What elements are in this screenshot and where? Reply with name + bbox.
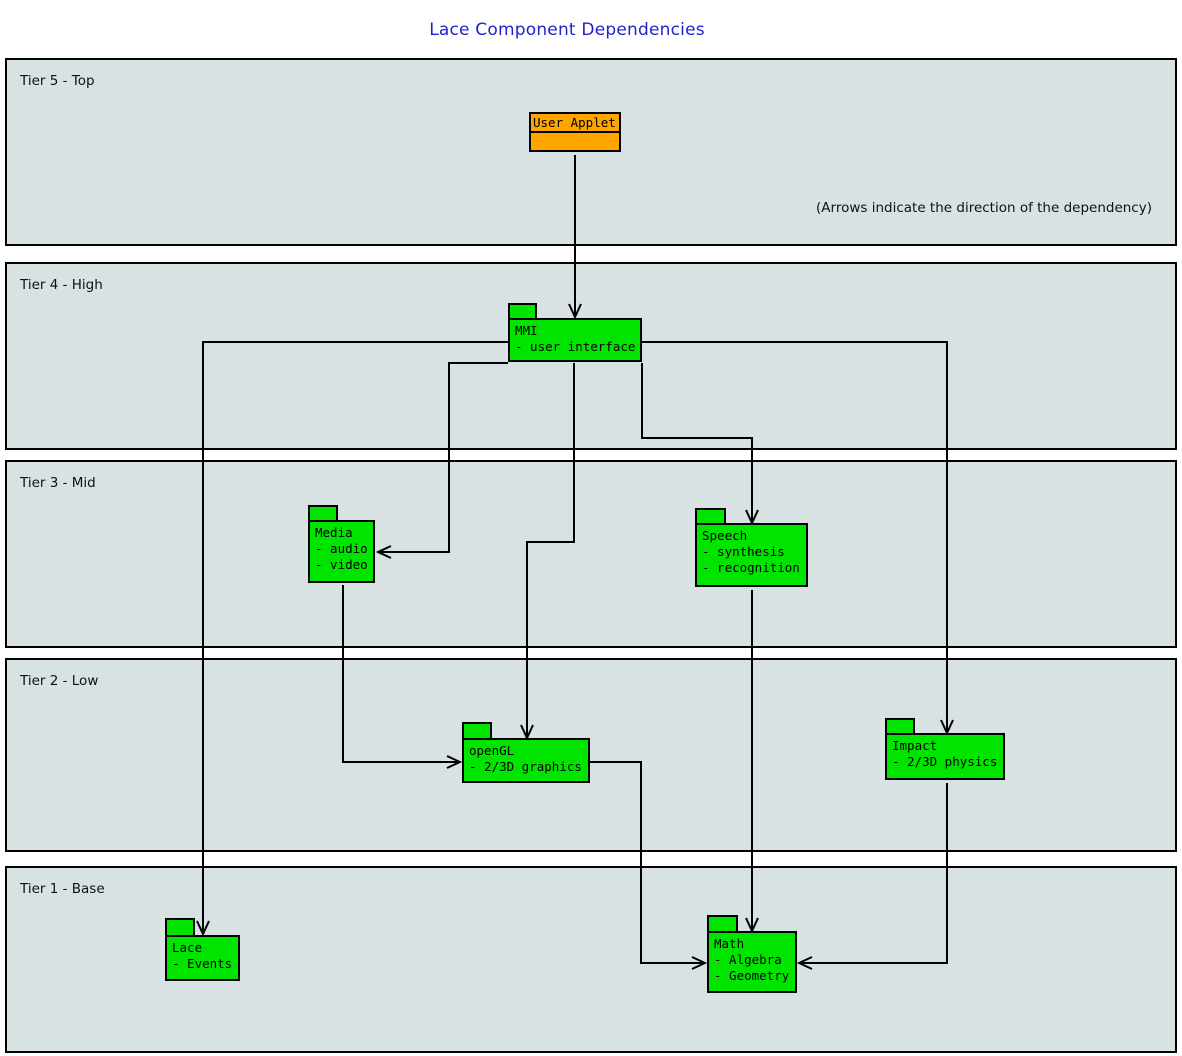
component-media: Media - audio - video bbox=[308, 505, 375, 583]
tier-3-label: Tier 3 - Mid bbox=[20, 475, 96, 491]
component-detail: - video bbox=[315, 557, 368, 572]
component-math: Math - Algebra - Geometry bbox=[707, 915, 797, 993]
component-detail: - synthesis bbox=[702, 544, 785, 559]
component-mmi: MMI - user interface bbox=[508, 303, 642, 362]
tier-5-label: Tier 5 - Top bbox=[20, 73, 95, 89]
component-opengl: openGL - 2/3D graphics bbox=[462, 722, 590, 783]
component-tab bbox=[308, 505, 338, 522]
component-impact: Impact - 2/3D physics bbox=[885, 718, 1005, 780]
component-tab bbox=[462, 722, 492, 740]
component-user-applet: User Applet bbox=[529, 112, 621, 152]
component-name: MMI bbox=[515, 323, 538, 338]
component-lace: Lace - Events bbox=[165, 918, 240, 981]
component-detail: - Geometry bbox=[714, 968, 790, 983]
component-detail: - recognition bbox=[702, 560, 800, 575]
component-name: openGL bbox=[469, 743, 515, 758]
tier-2-label: Tier 2 - Low bbox=[20, 673, 99, 689]
arrow-direction-note: (Arrows indicate the direction of the de… bbox=[816, 200, 1152, 216]
component-detail: - Events bbox=[172, 956, 233, 971]
component-detail: - 2/3D graphics bbox=[469, 759, 582, 774]
component-detail: - 2/3D physics bbox=[892, 754, 998, 769]
user-applet-body bbox=[529, 131, 621, 152]
component-name: Speech bbox=[702, 528, 748, 543]
component-speech: Speech - synthesis - recognition bbox=[695, 508, 808, 587]
component-tab bbox=[707, 915, 738, 933]
component-tab bbox=[508, 303, 537, 320]
component-tab bbox=[165, 918, 195, 937]
user-applet-label: User Applet bbox=[529, 112, 621, 133]
component-detail: - Algebra bbox=[714, 952, 782, 967]
component-name: Math bbox=[714, 936, 745, 951]
component-tab bbox=[885, 718, 915, 735]
tier-3-mid: Tier 3 - Mid bbox=[5, 460, 1177, 648]
component-name: Impact bbox=[892, 738, 938, 753]
component-detail: - audio bbox=[315, 541, 368, 556]
component-detail: - user interface bbox=[515, 339, 636, 354]
tier-1-label: Tier 1 - Base bbox=[20, 881, 105, 897]
diagram-title: Lace Component Dependencies bbox=[429, 20, 705, 40]
tier-4-label: Tier 4 - High bbox=[20, 277, 103, 293]
tier-5-top: Tier 5 - Top bbox=[5, 58, 1177, 246]
component-name: Lace bbox=[172, 940, 203, 955]
component-name: Media bbox=[315, 525, 353, 540]
component-tab bbox=[695, 508, 726, 525]
